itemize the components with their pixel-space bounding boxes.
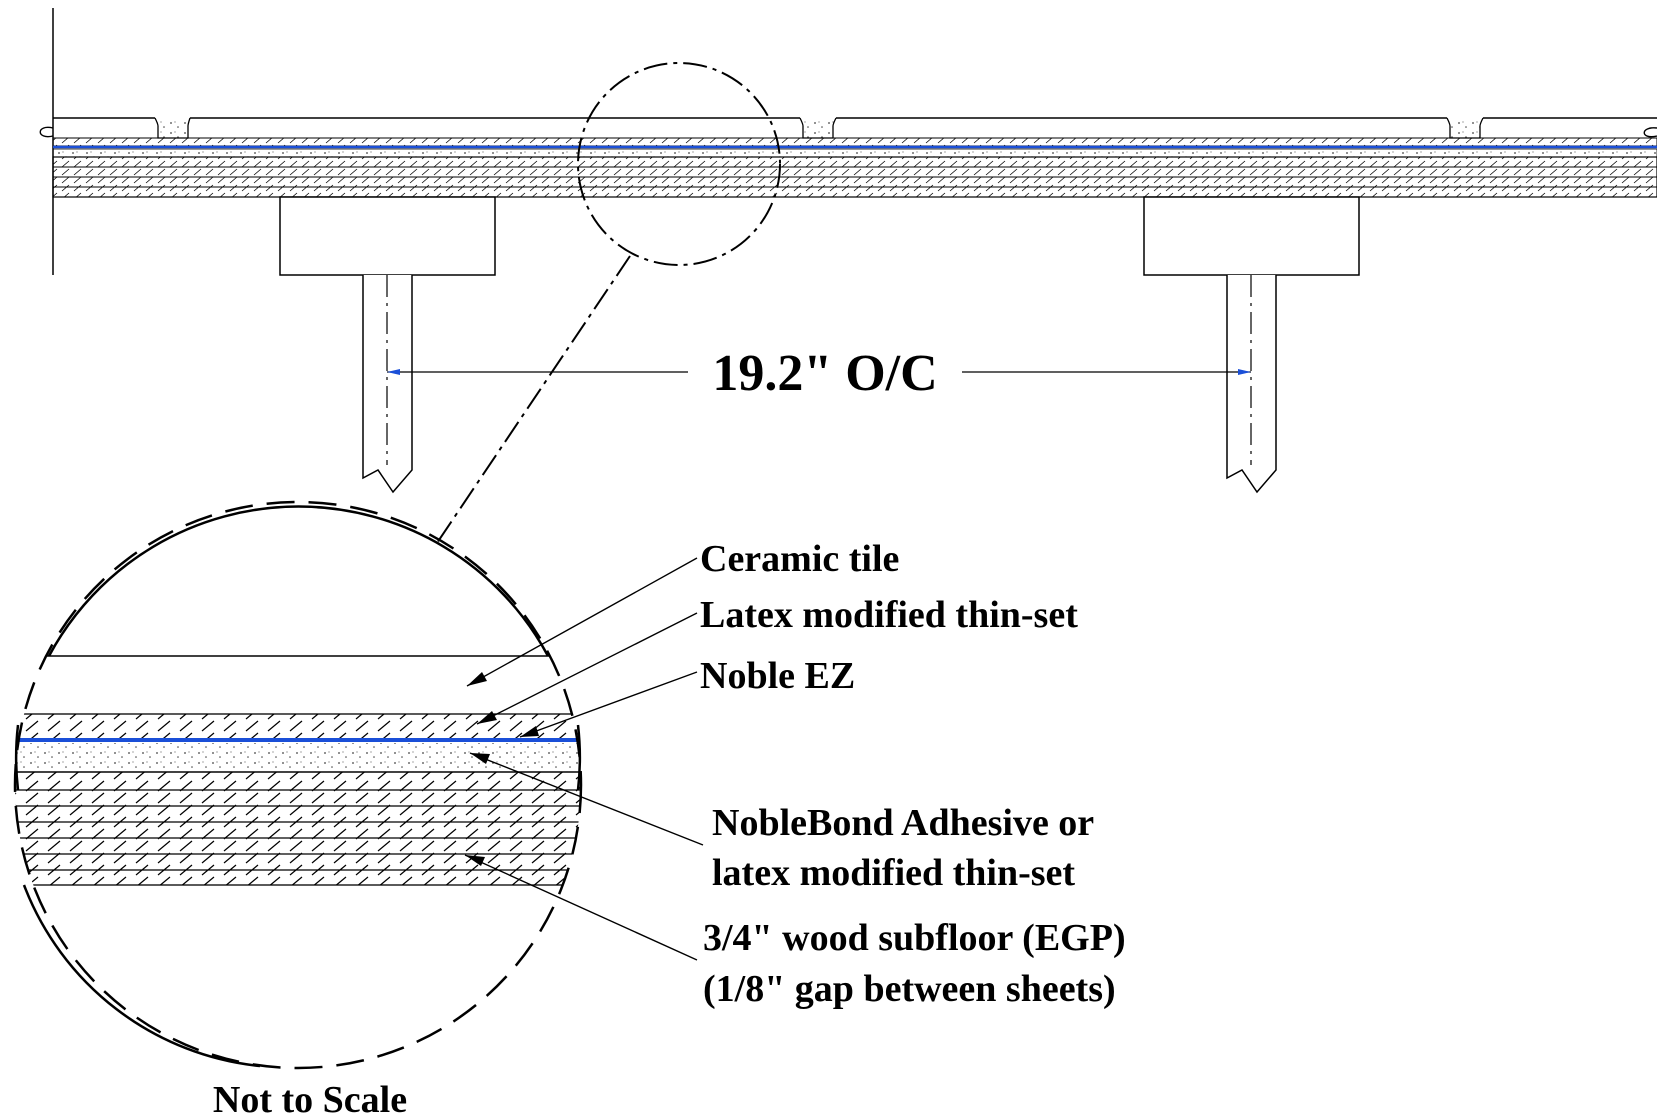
label-adhesive-line2: latex modified thin-set: [712, 852, 1075, 894]
label-subfloor-line2: (1/8" gap between sheets): [703, 968, 1116, 1010]
detail-leader: [436, 255, 631, 544]
leader-thinset: [476, 612, 698, 725]
floor-section-top: 19.2" O/C: [39, 8, 1657, 544]
grout-joint: [1446, 117, 1484, 139]
joist-right: [1143, 196, 1360, 494]
detail-callout-circle: [577, 62, 781, 266]
label-noble-ez: Noble EZ: [700, 655, 855, 697]
label-subfloor-line1: 3/4" wood subfloor (EGP): [703, 917, 1126, 959]
leader-noble-ez: [519, 671, 698, 738]
enlarged-detail: Ceramic tile Latex modified thin-set Nob…: [13, 500, 1126, 1120]
label-ceramic-tile: Ceramic tile: [700, 538, 899, 580]
scale-note: Not to Scale: [213, 1079, 407, 1120]
joist-left: [279, 196, 496, 494]
label-adhesive-line1: NobleBond Adhesive or: [712, 802, 1094, 844]
spacing-dimension: 19.2" O/C: [387, 345, 1251, 402]
leader-adhesive: [469, 752, 704, 846]
label-thinset: Latex modified thin-set: [700, 594, 1078, 636]
leader-subfloor: [464, 854, 698, 961]
dimension-label: 19.2" O/C: [712, 345, 937, 402]
grout-joint: [799, 117, 837, 139]
leader-ceramic-tile: [466, 557, 698, 687]
grout-joint: [154, 117, 191, 139]
